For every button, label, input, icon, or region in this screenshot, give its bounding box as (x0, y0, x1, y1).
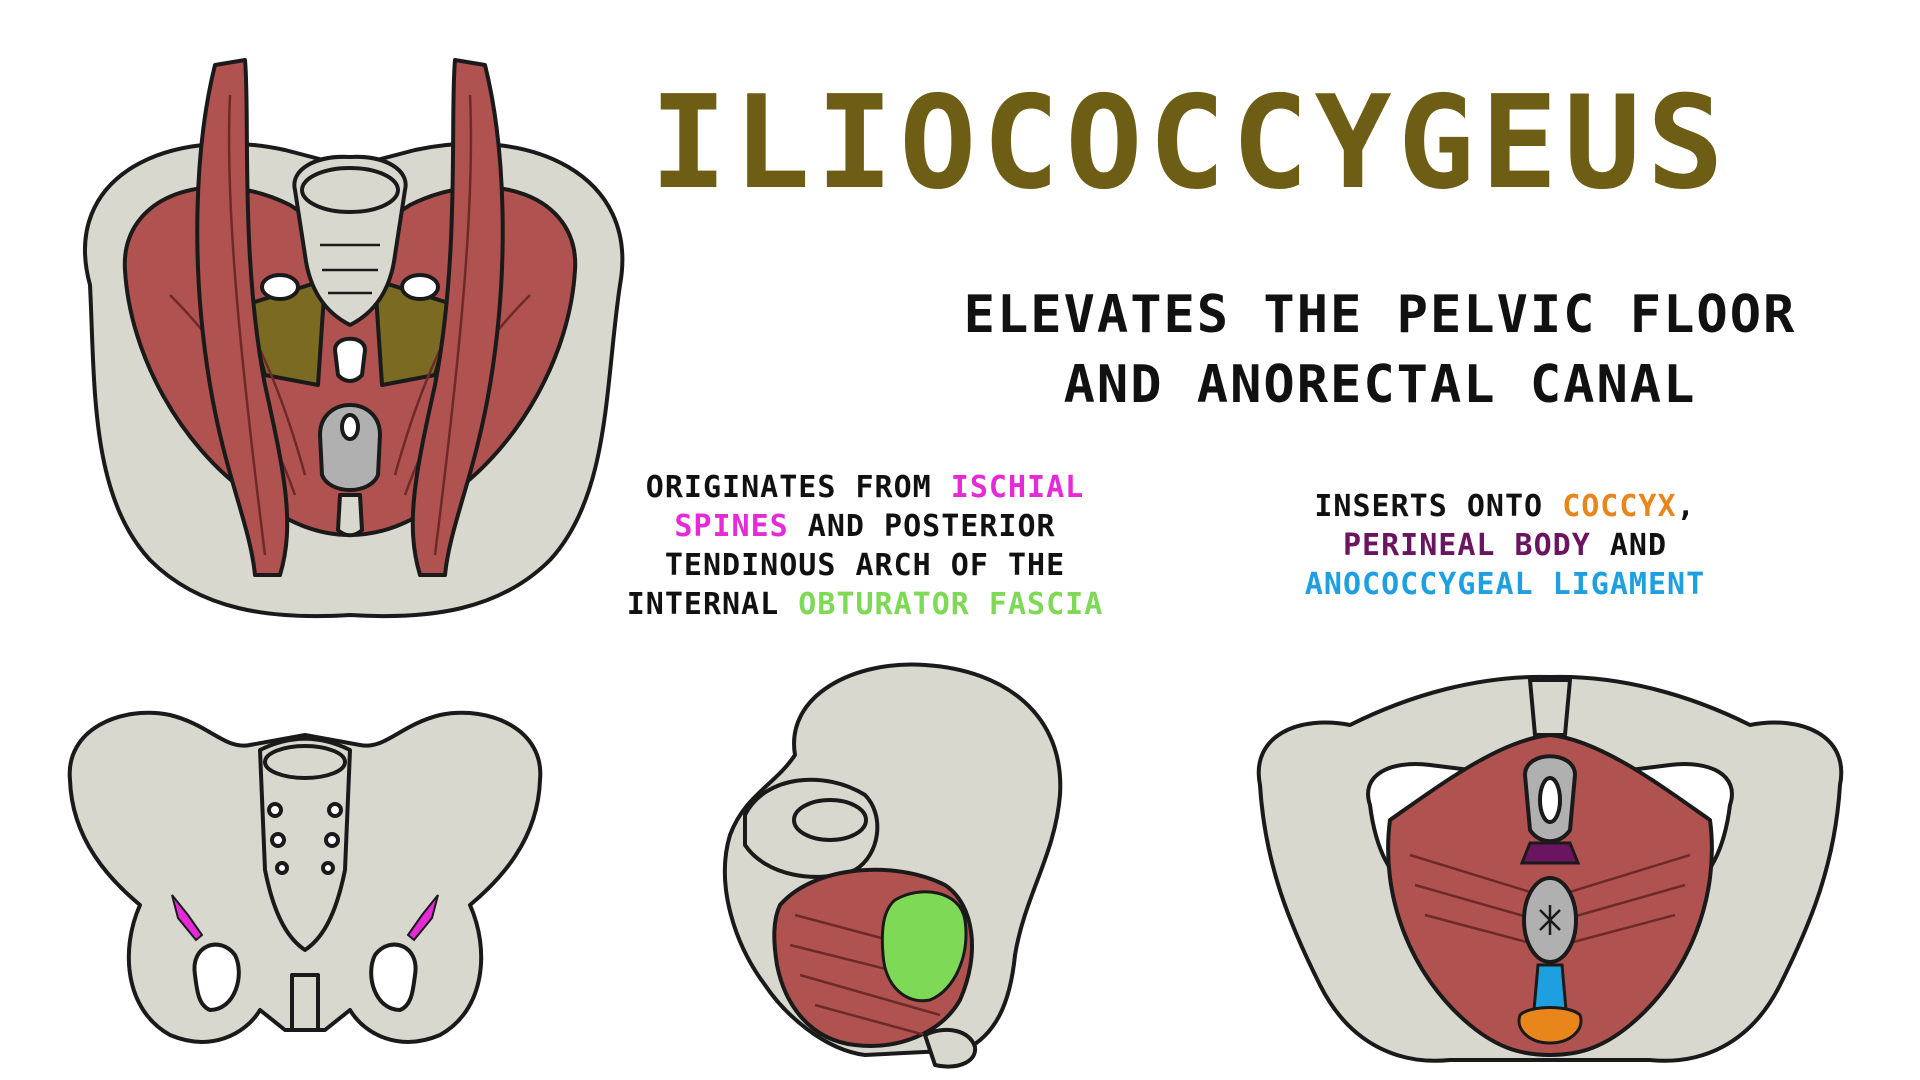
lateral-view-pelvic-floor (722, 662, 1063, 1069)
obturator-foramen-right (400, 273, 440, 301)
vaginal-opening (1538, 776, 1562, 824)
insertion-line-3: ANOCOCCYGEAL LIGAMENT (1304, 567, 1706, 602)
ischial-spine-left (171, 894, 204, 942)
insertion-line-1: INSERTS ONTO COCCYX, (1215, 487, 1795, 526)
anal-opening (340, 413, 360, 441)
superior-view-pelvic-floor (83, 58, 625, 619)
obturator-fascia-label: OBTURATOR FASCIA (798, 587, 1104, 622)
obturator-foramen-left (260, 273, 300, 301)
ischial-spines-label: ISCHIAL (950, 470, 1085, 505)
urethra-opening (333, 336, 367, 383)
insertion-text-part: , (1676, 489, 1696, 524)
ischial-tuberosity-lateral (923, 1027, 978, 1069)
origin-line-2: SPINES AND POSTERIOR (575, 507, 1155, 546)
obturator-foramen-right-front (369, 942, 418, 1012)
sacral-promontory-front (263, 744, 347, 780)
psoas-left (195, 58, 290, 577)
ischial-spine-right (406, 894, 439, 942)
sacral-promontory-lateral (792, 798, 868, 842)
coccyx-label: COCCYX (1562, 489, 1677, 524)
function-text: ELEVATES THE PELVIC FLOOR AND ANORECTAL … (880, 280, 1880, 420)
anococcygeal-ligament (1532, 963, 1568, 1012)
insertion-text-part: AND (1590, 528, 1668, 563)
sacrum-front (258, 736, 352, 952)
coccyx-top-view (336, 493, 364, 538)
pubic-symphysis (290, 973, 320, 1032)
obturator-fascia (880, 890, 968, 1003)
pubic-symphysis-inferior (1528, 678, 1572, 737)
insertion-text-part: INSERTS ONTO (1314, 489, 1563, 524)
function-line-1: ELEVATES THE PELVIC FLOOR (963, 285, 1797, 345)
function-line-2: AND ANORECTAL CANAL (1063, 355, 1697, 415)
obturator-foramen-left-front (192, 942, 241, 1012)
origin-line-3: TENDINOUS ARCH OF THE (664, 548, 1066, 583)
origin-line-4: INTERNAL OBTURATOR FASCIA (575, 585, 1155, 624)
page-title: ILIOCOCCYGEUS (650, 69, 1730, 218)
sacral-promontory (300, 166, 400, 214)
ischial-spines-label-2: SPINES (674, 509, 789, 544)
origin-text-part: AND POSTERIOR (788, 509, 1056, 544)
coccyx (1517, 1006, 1583, 1045)
inferior-view-pelvic-floor (1256, 674, 1844, 1063)
perineal-body-label: PERINEAL BODY (1342, 528, 1591, 563)
insertion-line-2: PERINEAL BODY AND (1215, 526, 1795, 565)
insertion-text: INSERTS ONTO COCCYX, PERINEAL BODY AND A… (1215, 487, 1795, 604)
origin-text-part: INTERNAL (626, 587, 799, 622)
psoas-right (410, 58, 505, 577)
anal-canal (318, 403, 382, 492)
origin-text-part: ORIGINATES FROM (645, 470, 951, 505)
perineal-body (1519, 841, 1581, 865)
anterior-view-bony-pelvis (67, 710, 543, 1044)
origin-text: ORIGINATES FROM ISCHIAL SPINES AND POSTE… (575, 468, 1155, 624)
origin-line-1: ORIGINATES FROM ISCHIAL (575, 468, 1155, 507)
